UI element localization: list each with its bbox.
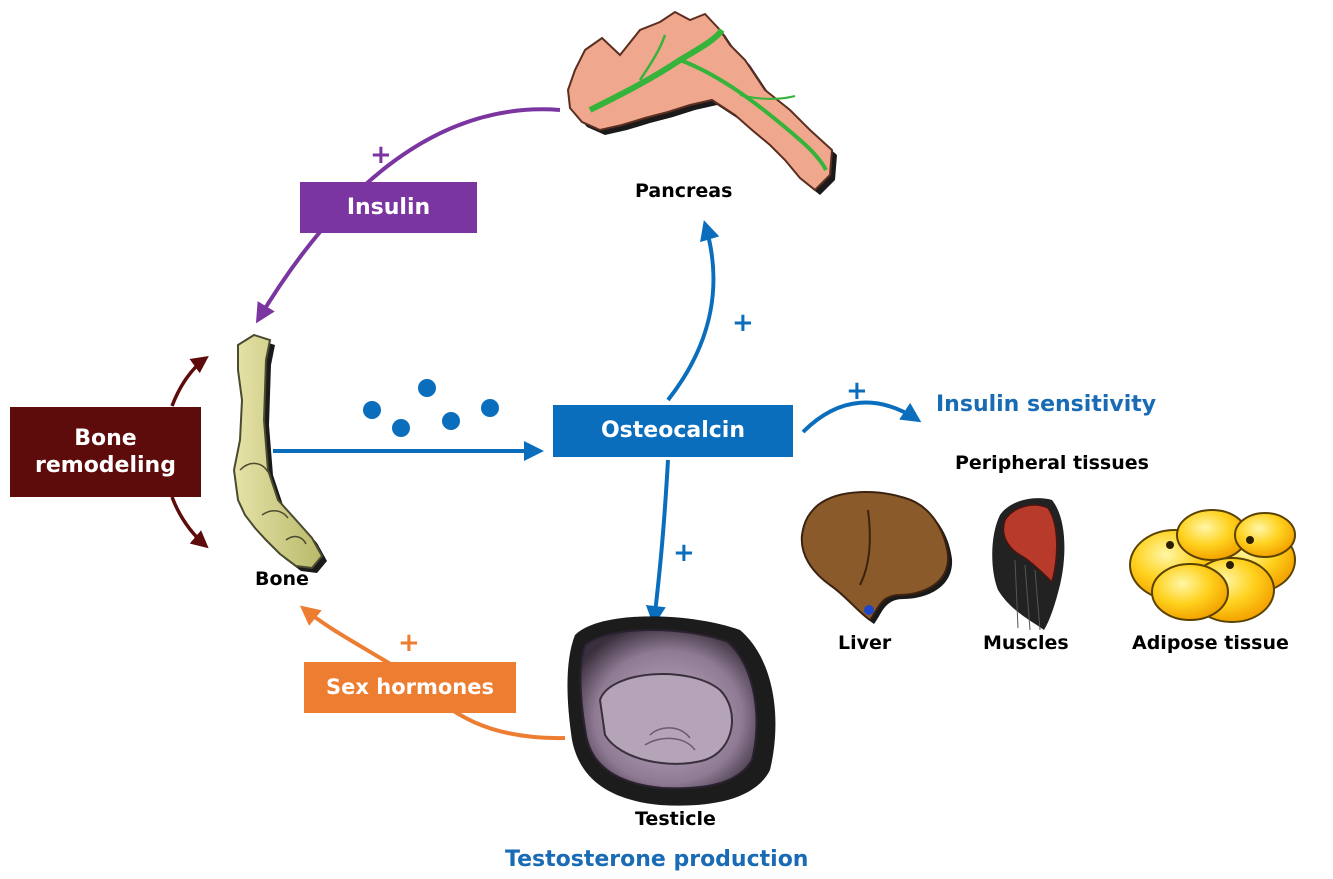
pancreas-icon (568, 12, 837, 195)
liver-label: Liver (838, 632, 891, 654)
testicle-plus-sign: + (673, 540, 695, 566)
muscles-label: Muscles (983, 632, 1069, 654)
insulin-box-label: Insulin (347, 194, 430, 222)
adipose-tissue-label: Adipose tissue (1132, 632, 1289, 654)
testicle-label: Testicle (635, 808, 716, 830)
osteocalcin-box-label: Osteocalcin (601, 417, 745, 445)
bone-remodeling-box: Bone remodeling (10, 407, 201, 497)
bone-remodeling-line1: Bone (74, 425, 136, 453)
bone-label: Bone (255, 568, 309, 590)
sex-hormones-plus-sign: + (398, 630, 420, 656)
osteocalcin-to-sensitivity-arrow (803, 403, 918, 432)
osteocalcin-to-testicle-arrow (654, 460, 668, 622)
remodeling-arrow-up (172, 358, 206, 406)
bone-remodeling-line2: remodeling (35, 452, 176, 480)
adipose-icon (1130, 510, 1295, 622)
osteocalcin-dots (363, 379, 499, 437)
insulin-box: Insulin (300, 182, 477, 233)
muscle-icon (992, 498, 1064, 630)
sensitivity-plus-sign: + (846, 378, 868, 404)
pancreas-label: Pancreas (635, 180, 732, 202)
insulin-sensitivity-heading: Insulin sensitivity (936, 392, 1156, 417)
bone-icon (234, 335, 327, 573)
remodeling-arrow-down (172, 497, 206, 546)
pancreas-plus-sign: + (732, 310, 754, 336)
osteocalcin-box: Osteocalcin (553, 405, 793, 457)
osteocalcin-to-pancreas-arrow (668, 224, 713, 400)
testicle-icon (567, 616, 775, 805)
sex-hormones-box: Sex hormones (304, 662, 516, 713)
peripheral-tissues-heading: Peripheral tissues (955, 452, 1149, 474)
testosterone-production-heading: Testosterone production (505, 847, 808, 872)
sex-hormones-box-label: Sex hormones (326, 674, 494, 700)
insulin-plus-sign: + (370, 142, 392, 168)
liver-icon (802, 492, 952, 624)
